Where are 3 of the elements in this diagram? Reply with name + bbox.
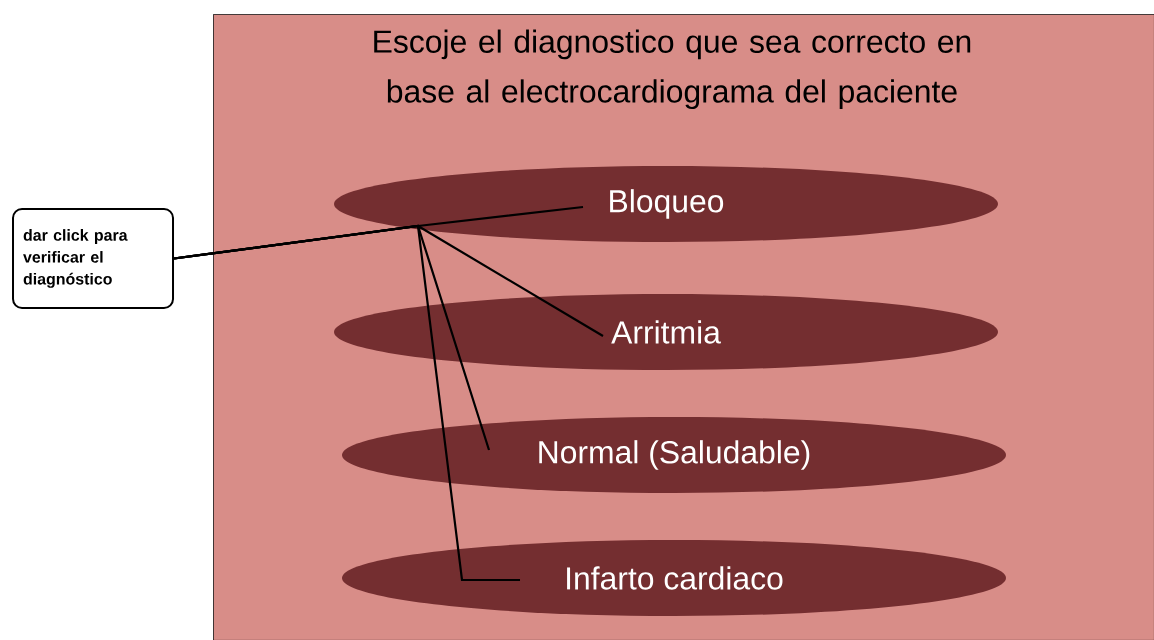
callout-box: dar click para verificar el diagnóstico bbox=[12, 208, 174, 309]
leader-line bbox=[173, 224, 520, 582]
title: Escoje el diagnostico que sea correcto en base al electrocardiograma del paciente bbox=[374, 29, 971, 110]
